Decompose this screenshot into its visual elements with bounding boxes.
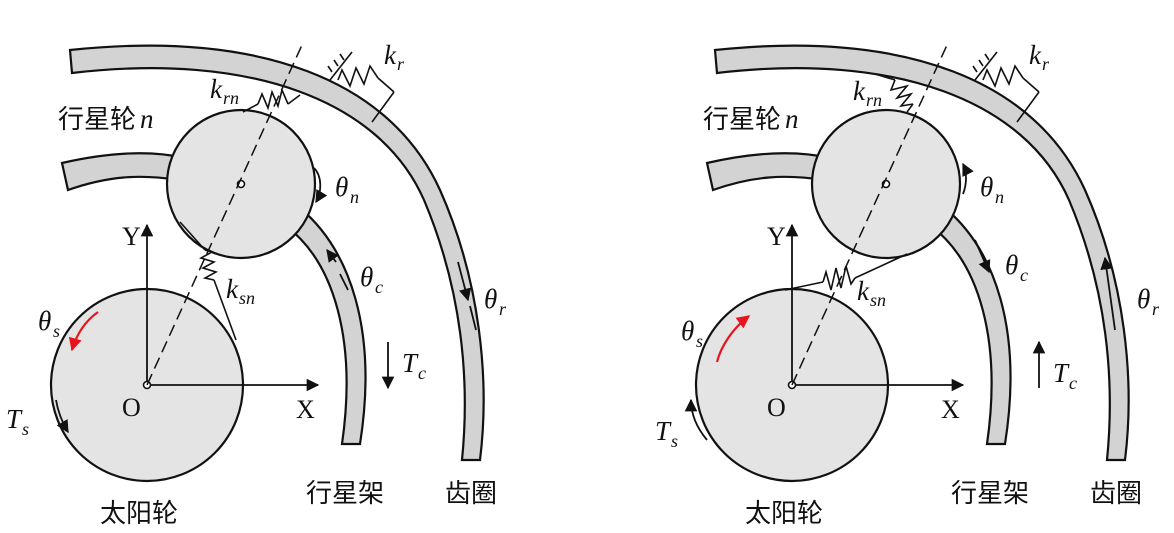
svg-text:θ: θ [980,172,993,202]
svg-text:sn: sn [239,288,255,308]
svg-text:k: k [210,74,223,104]
axis-y-label: Y [122,222,141,251]
svg-text:c: c [375,277,383,297]
axis-y-label: Y [767,222,786,251]
svg-text:r: r [397,54,405,74]
svg-text:sn: sn [870,290,886,310]
svg-text:s: s [53,321,60,341]
ring-gear [68,44,485,462]
spring-krn [874,73,914,113]
svg-text:rn: rn [223,88,239,108]
left-panel: Y X O 行星轮 n 太阳轮 行星架 齿圈 θ n θ c θ r θ s T… [6,40,507,529]
axis-x-label: X [296,395,315,424]
carrier-rotation-arrow [326,248,339,263]
sun-gear-label: 太阳轮 [745,499,823,529]
symbol-k-rn: k rn [210,74,239,108]
axis-x-label: X [941,395,960,424]
svg-text:k: k [384,40,397,70]
svg-text:θ: θ [335,172,348,202]
spring-ksn [179,221,237,341]
ring-gear-label: 齿圈 [1090,479,1142,509]
svg-text:r: r [1152,299,1160,319]
planet-rotation-arrow [962,162,974,195]
svg-text:θ: θ [1005,250,1018,280]
svg-text:T: T [1053,358,1070,388]
svg-text:s: s [696,331,703,351]
planet-gear-label: 行星轮 [703,105,781,135]
sun-torque-arrow [684,398,708,441]
svg-text:k: k [857,276,870,306]
svg-text:θ: θ [1137,284,1150,314]
planet-rotation-arrow [313,167,328,204]
svg-text:c: c [1069,373,1077,393]
spring-kr [327,51,395,123]
svg-text:s: s [671,431,678,451]
ring-rotation-arrow [1100,256,1116,331]
svg-text:c: c [418,363,426,383]
symbol-theta-n: θ n [980,172,1004,207]
svg-text:θ: θ [681,316,694,346]
svg-text:r: r [1042,54,1050,74]
symbol-T-s: T s [6,404,29,439]
sun-rotation-arrow [715,315,751,363]
spring-krn [242,87,301,113]
symbol-theta-r: θ r [1137,284,1160,319]
svg-text:T: T [402,348,419,378]
symbol-T-s: T s [655,416,678,451]
ring-gear-label: 齿圈 [445,479,497,509]
svg-text:T: T [6,404,23,434]
sun-torque-arrow [55,399,69,434]
ring-rotation-tail [469,305,477,331]
symbol-theta-s: θ s [681,316,703,351]
svg-text:n: n [350,187,359,207]
planet-index-label: n [140,104,154,134]
center-line [791,44,948,386]
svg-text:k: k [226,274,239,304]
planet-index-label: n [785,104,799,134]
symbol-theta-r: θ r [484,284,507,319]
carrier-label: 行星架 [951,479,1029,509]
symbol-k-r: k r [1029,40,1050,74]
carrier-rotation-arrow [974,239,991,274]
right-panel: Y X O 行星轮 n 太阳轮 行星架 齿圈 θ n θ c θ r θ s T… [655,40,1160,529]
ring-rotation-arrow [457,261,472,302]
symbol-theta-c: θ c [1005,250,1028,285]
symbol-theta-s: θ s [38,306,60,341]
carrier-label: 行星架 [306,479,384,509]
symbol-theta-c: θ c [360,262,383,297]
svg-text:k: k [853,76,866,106]
svg-text:rn: rn [866,90,882,110]
svg-text:θ: θ [38,306,51,336]
symbol-theta-n: θ n [335,172,359,207]
carrier-rotation-tail [339,273,349,291]
svg-text:θ: θ [360,262,373,292]
svg-text:k: k [1029,40,1042,70]
origin-label: O [122,393,141,422]
svg-text:r: r [499,299,507,319]
planet-gear-label: 行星轮 [58,105,136,135]
symbol-k-rn: k rn [853,76,882,110]
spring-ksn [784,253,908,291]
symbol-T-c: T c [1053,358,1077,393]
symbol-k-sn: k sn [226,274,255,308]
svg-text:T: T [655,416,672,446]
spring-kr [972,51,1040,123]
sun-rotation-arrow [68,311,99,352]
svg-text:n: n [995,187,1004,207]
sun-gear-label: 太阳轮 [100,499,178,529]
symbol-T-c: T c [402,348,426,383]
symbol-k-sn: k sn [857,276,886,310]
origin-label: O [767,393,786,422]
symbol-k-r: k r [384,40,405,74]
ring-gear [713,44,1130,462]
svg-text:θ: θ [484,284,497,314]
svg-text:c: c [1020,265,1028,285]
svg-text:s: s [22,419,29,439]
